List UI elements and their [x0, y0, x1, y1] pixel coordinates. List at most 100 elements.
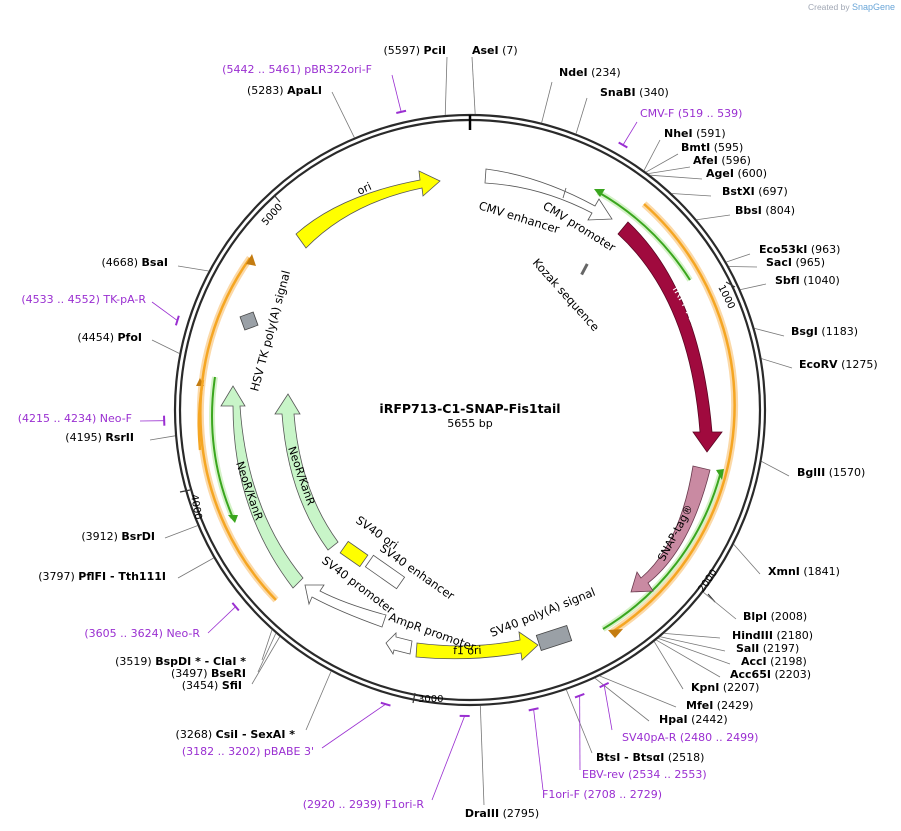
enzyme-label-blpi: BlpI (2008)	[743, 610, 807, 623]
enzyme-leader-bglii	[761, 461, 790, 477]
enzyme-leader-bspdi-clai	[261, 629, 273, 661]
orf-neo-arc-2	[197, 379, 205, 451]
enzyme-leader-btsi-bts-i	[565, 689, 593, 754]
enzyme-leader-apali	[331, 91, 355, 138]
enzyme-label-bbsi: BbsI (804)	[735, 204, 795, 217]
primer-leader-neo-r	[207, 606, 236, 634]
primer-label-f1ori-r: (2920 .. 2939) F1ori-R	[303, 798, 425, 811]
orf-green-2-arrow	[716, 469, 724, 480]
enzyme-label-sfii: (3454) SfiI	[182, 679, 242, 692]
primer-label-sv40pa-r: SV40pA-R (2480 .. 2499)	[622, 731, 758, 744]
hsv-tk-polya-label: HSV TK poly(A) signal	[247, 269, 293, 393]
neo-outer-feature	[220, 385, 304, 589]
enzyme-leader-bseri	[257, 633, 277, 673]
enzyme-label-pflfi-tth111i: (3797) PflFI - Tth111I	[38, 570, 166, 583]
tick-3000: 3000	[418, 694, 443, 705]
enzyme-leader-kpni	[653, 641, 684, 690]
orf-green-3-arrow	[228, 515, 238, 523]
enzyme-leader-ndei	[541, 81, 553, 123]
orf-neo-arrowhead-top	[246, 254, 256, 266]
sv40-promoter-feature	[304, 584, 387, 628]
enzyme-leader-ecorv	[761, 358, 793, 369]
enzyme-label-pfoi: (4454) PfoI	[77, 331, 142, 344]
enzyme-leader-draiii	[479, 705, 485, 806]
backbone	[173, 113, 767, 707]
enzyme-leader-snabi	[575, 97, 588, 134]
f1-ori-feature	[415, 631, 539, 661]
enzyme-label-bsai: (4668) BsaI	[101, 256, 168, 269]
enzyme-leader-sali	[660, 636, 726, 652]
neo-outer-label: NeoR/KanR	[233, 460, 265, 523]
primer-leader-f1ori-f	[533, 709, 544, 791]
credit-brand: SnapGene	[851, 2, 895, 12]
enzyme-leader-csii-sexai	[305, 671, 332, 731]
sv40-enhancer-feature	[364, 554, 406, 590]
enzyme-leader-pfoi	[151, 339, 180, 354]
sv40-ori-feature	[339, 540, 369, 568]
primer-label-neo-f: (4215 .. 4234) Neo-F	[18, 412, 132, 425]
enzyme-leader-bstxi	[671, 193, 712, 197]
orf-green-1	[597, 191, 691, 281]
enzyme-label-btsi-bts-i: BtsI - BtsαI (2518)	[596, 751, 704, 764]
enzyme-leader-lines	[149, 56, 793, 806]
enzyme-leader-pcii	[444, 56, 448, 116]
enzyme-leader-bsai	[177, 265, 209, 272]
enzyme-leader-acci	[658, 638, 731, 665]
tick-3000-mark	[412, 692, 416, 704]
primer-leader-pbabe-3	[321, 703, 386, 749]
enzyme-leader-bbsi	[696, 214, 731, 221]
enzyme-label-acci: AccI (2198)	[741, 655, 807, 668]
enzyme-label-sbfi: SbfI (1040)	[775, 274, 840, 287]
tick-1000-mark	[725, 281, 736, 288]
plasmid-length: 5655 bp	[447, 417, 492, 430]
tick-2000: 2000	[696, 568, 720, 595]
enzyme-leader-mfei	[599, 675, 677, 708]
plasmid-name: iRFP713-C1-SNAP-Fis1tail	[379, 401, 560, 416]
enzyme-leader-agei	[650, 174, 703, 180]
enzyme-leader-nhei	[643, 139, 661, 171]
primer-leader-f1ori-r	[431, 715, 466, 801]
ampr-promoter-feature	[385, 632, 413, 656]
enzyme-label-mfei: MfeI (2429)	[686, 699, 753, 712]
enzyme-label-hpai: HpaI (2442)	[659, 713, 728, 726]
enzyme-leader-xmni	[733, 544, 761, 575]
enzyme-label-bstxi: BstXI (697)	[722, 185, 788, 198]
orf-irfp-snap-arc	[611, 203, 736, 634]
enzyme-leader-asei	[471, 56, 476, 115]
primer-leader-tk-pa-r	[151, 301, 178, 321]
enzyme-label-draiii: DraIII (2795)	[465, 807, 539, 820]
f1-ori-label: f1 ori	[453, 644, 482, 657]
enzyme-leader-pflfi-tth111i	[177, 557, 214, 579]
kozak-label: Kozak sequence	[530, 256, 603, 334]
sv40-polya-label: SV40 poly(A) signal	[488, 585, 597, 640]
primer-label-pbr322ori-f: (5442 .. 5461) pBR322ori-F	[222, 63, 372, 76]
enzyme-label-bspdi-clai: (3519) BspDI * - ClaI *	[115, 655, 246, 668]
enzyme-label-bsgi: BsgI (1183)	[791, 325, 858, 338]
enzyme-label-ecorv: EcoRV (1275)	[799, 358, 878, 371]
enzyme-label-kpni: KpnI (2207)	[691, 681, 759, 694]
irfp713-feature	[617, 221, 723, 453]
enzyme-leader-bsgi	[754, 328, 785, 337]
enzyme-label-bglii: BglII (1570)	[797, 466, 865, 479]
snapgene-credit: Created by SnapGene	[808, 2, 895, 12]
snap-tag-feature	[630, 465, 711, 593]
primer-label-tk-pa-r: (4533 .. 4552) TK-pA-R	[21, 293, 146, 306]
enzyme-label-bmti: BmtI (595)	[681, 141, 743, 154]
enzyme-leader-afei	[648, 166, 691, 174]
enzyme-leader-saci	[728, 266, 758, 268]
neo-inner-feature	[274, 393, 339, 551]
enzyme-label-agei: AgeI (600)	[706, 167, 767, 180]
enzyme-label-hindiii: HindIII (2180)	[732, 629, 813, 642]
orf-green-2	[602, 474, 721, 630]
credit-prefix: Created by	[807, 2, 850, 12]
primer-leader-cmv-f	[622, 121, 638, 146]
ori-feature	[295, 170, 441, 249]
enzyme-label-snabi: SnaBI (340)	[600, 86, 669, 99]
cmv-enhancer-promoter-feature	[484, 168, 613, 221]
sv40-polya-feature	[535, 624, 573, 652]
enzyme-leader-sbfi	[740, 283, 767, 290]
orf-neo-arc	[199, 257, 277, 601]
enzyme-label-acc65i: Acc65I (2203)	[730, 668, 811, 681]
